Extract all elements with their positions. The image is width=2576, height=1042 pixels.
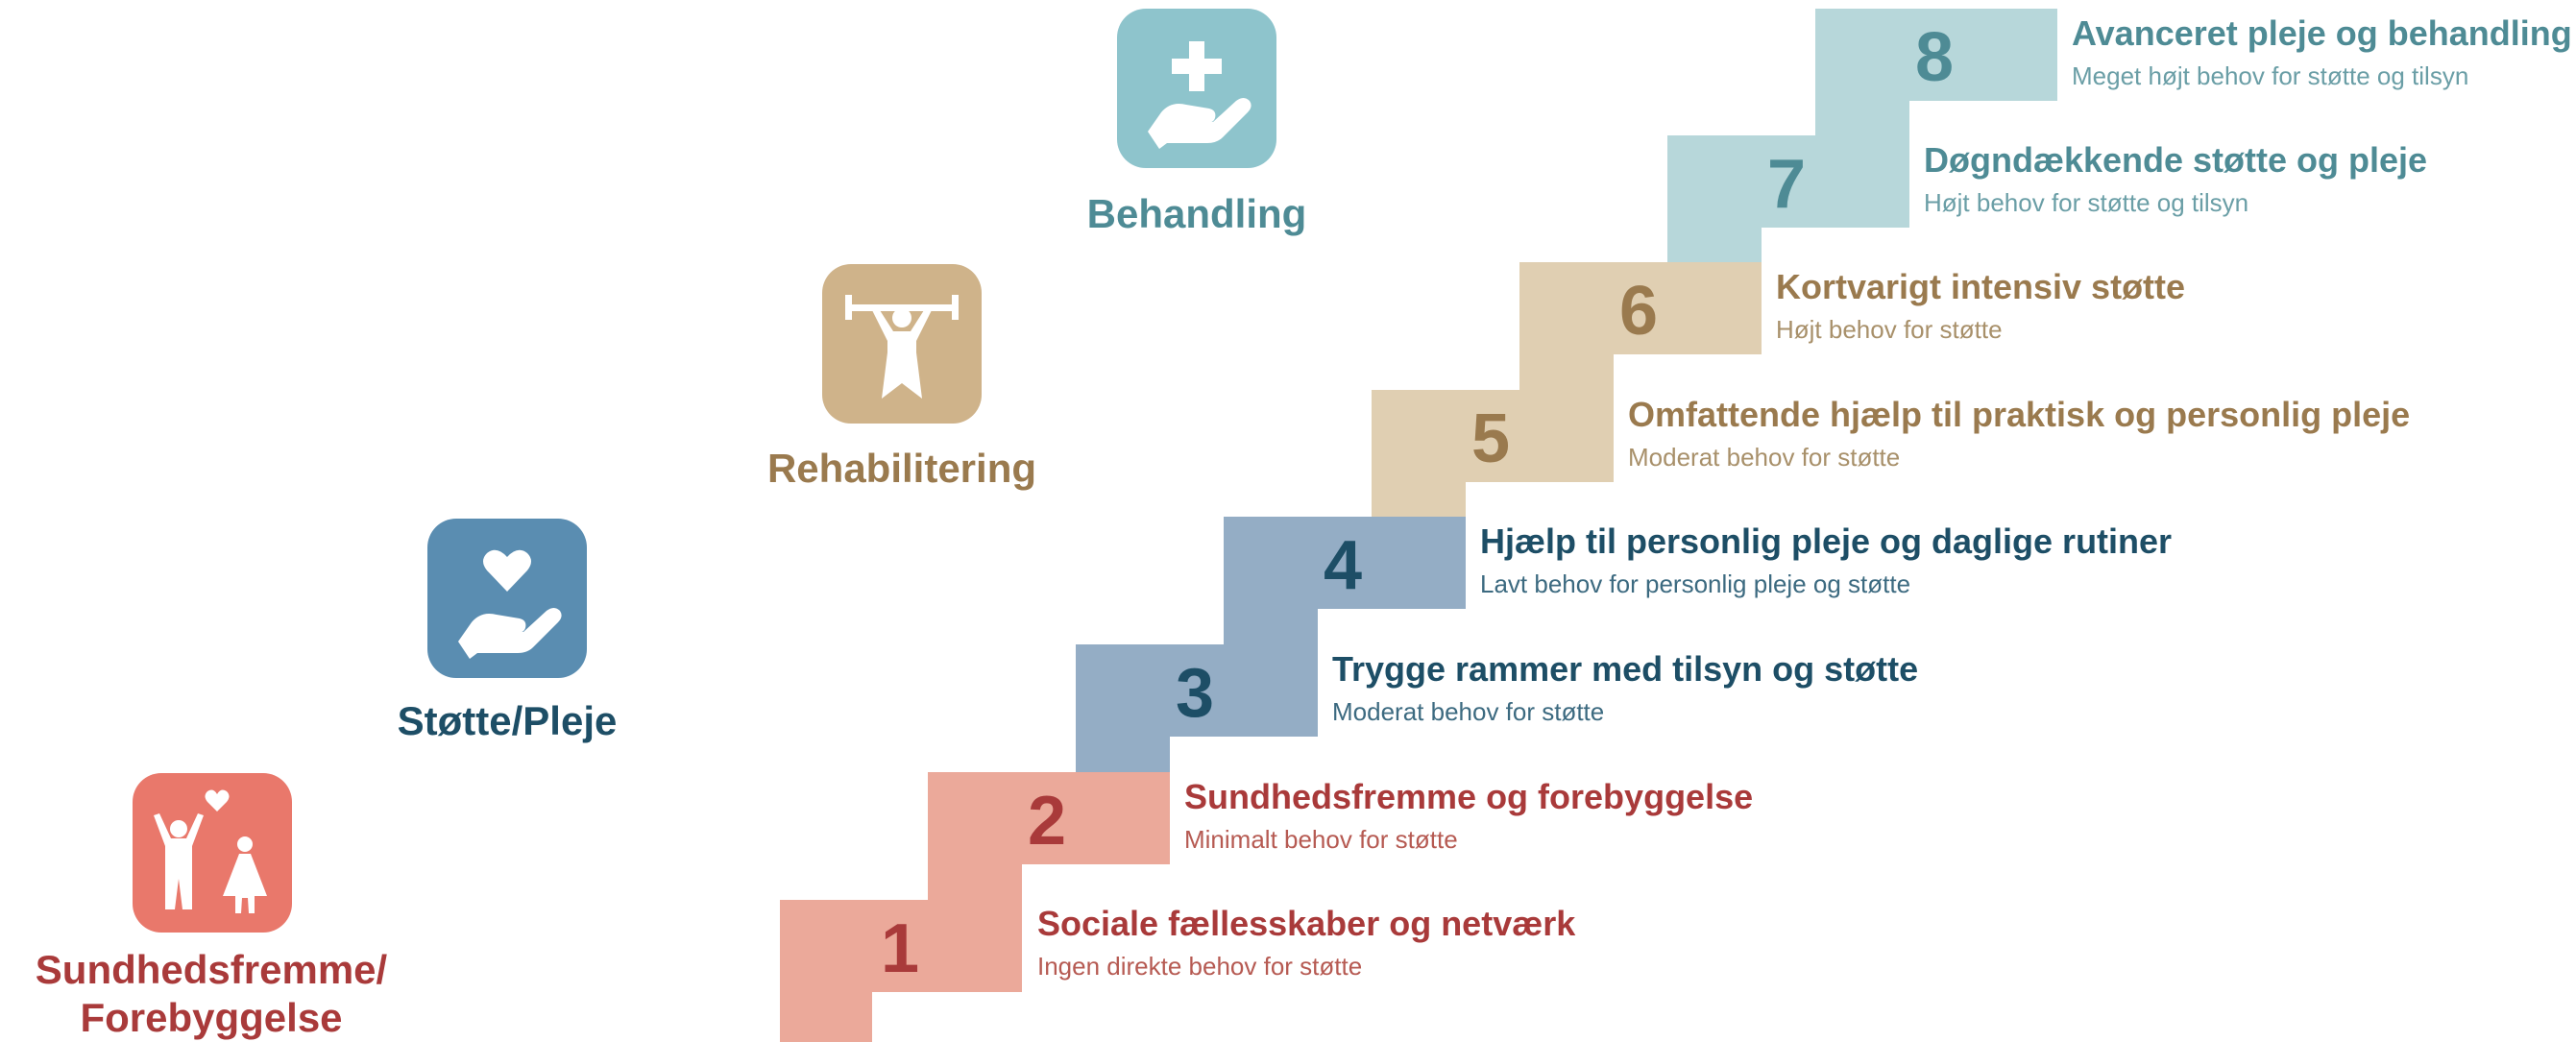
category-behandling-label: Behandling [1086, 191, 1307, 236]
step-6-label: Kortvarigt intensiv støtte Højt behov fo… [1776, 266, 2185, 347]
step-2-label: Sundhedsfremme og forebyggelse Minimalt … [1184, 776, 1753, 857]
step-1-number: 1 [880, 910, 920, 987]
step-4-riser [1224, 609, 1318, 644]
step-7-riser [1667, 228, 1762, 262]
category-stotte-pleje-label: Støtte/Pleje [397, 698, 618, 743]
category-sundhedsfremme-line2: Forebyggelse [80, 995, 343, 1040]
step-8-number: 8 [1914, 19, 1955, 96]
step-3-riser [1076, 737, 1170, 772]
step-6-riser [1519, 354, 1614, 390]
weightlifter-icon [822, 264, 982, 424]
step-8-subtitle: Meget højt behov for støtte og tilsyn [2072, 61, 2469, 90]
step-2-number: 2 [1027, 783, 1067, 860]
step-6-title: Kortvarigt intensiv støtte [1776, 267, 2186, 306]
step-1-subtitle: Ingen direkte behov for støtte [1037, 952, 1363, 981]
step-4-title: Hjælp til personlig pleje og daglige rut… [1480, 521, 2173, 561]
step-5-label: Omfattende hjælp til praktisk og personl… [1628, 394, 2410, 474]
step-7-title: Døgndækkende støtte og pleje [1924, 140, 2428, 180]
category-rehabilitering-label: Rehabilitering [766, 446, 1037, 491]
step-3-title: Trygge rammer med tilsyn og støtte [1332, 649, 1919, 689]
step-2-title: Sundhedsfremme og forebyggelse [1184, 777, 1754, 816]
step-6-number: 6 [1618, 273, 1659, 350]
step-1-riser [780, 992, 872, 1042]
step-7-block [1667, 135, 1909, 228]
step-3-block [1076, 644, 1318, 737]
step-7-number: 7 [1766, 146, 1807, 223]
step-1-title: Sociale fællesskaber og netværk [1037, 904, 1576, 943]
step-8-title: Avanceret pleje og behandling [2072, 13, 2572, 53]
step-4-subtitle: Lavt behov for personlig pleje og støtte [1480, 569, 1911, 598]
step-3-number: 3 [1175, 655, 1215, 732]
step-6-subtitle: Højt behov for støtte [1776, 315, 2003, 344]
step-4-number: 4 [1323, 527, 1363, 604]
step-8-block [1815, 9, 2057, 101]
step-5-number: 5 [1470, 400, 1511, 477]
step-2-subtitle: Minimalt behov for støtte [1184, 825, 1458, 854]
step-3-label: Trygge rammer med tilsyn og støtte Moder… [1332, 648, 1918, 729]
step-5-riser [1372, 482, 1466, 517]
step-7-subtitle: Højt behov for støtte og tilsyn [1924, 188, 2249, 217]
step-5-subtitle: Moderat behov for støtte [1628, 443, 1901, 472]
step-6-block [1519, 262, 1762, 354]
category-sundhedsfremme-line1: Sundhedsfremme/ [35, 947, 388, 992]
step-8-label: Avanceret pleje og behandling Meget højt… [2072, 12, 2572, 93]
hand-heart-icon [427, 519, 587, 678]
step-1-block [780, 900, 1022, 992]
category-sundhedsfremme-label: Sundhedsfremme/ Forebyggelse [19, 946, 403, 1042]
step-7-label: Døgndækkende støtte og pleje Højt behov … [1924, 139, 2427, 220]
step-2-riser [928, 864, 1022, 900]
step-4-block [1224, 517, 1466, 609]
hand-plus-icon [1117, 9, 1276, 168]
step-5-title: Omfattende hjælp til praktisk og personl… [1628, 395, 2411, 434]
step-2-block [928, 772, 1170, 864]
step-5-block [1372, 390, 1614, 482]
step-4-label: Hjælp til personlig pleje og daglige rut… [1480, 521, 2172, 601]
people-heart-icon [133, 773, 292, 933]
step-1-label: Sociale fællesskaber og netværk Ingen di… [1037, 903, 1575, 983]
step-3-subtitle: Moderat behov for støtte [1332, 697, 1605, 726]
step-8-riser [1815, 101, 1909, 135]
